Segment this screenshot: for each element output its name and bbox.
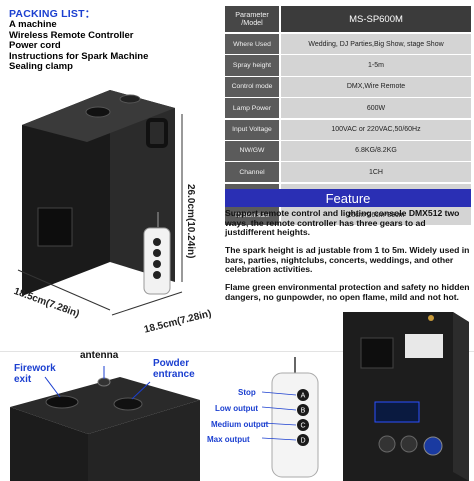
dmx-in-connector [378,435,396,453]
low-output-label: Low output [215,404,259,413]
firework-exit-label: Firework exit [14,363,56,385]
top-exit-port [85,106,111,118]
button-d [297,434,309,446]
depth-arrow [111,291,183,316]
machine-top-closeup [0,352,205,481]
svg-text:C: C [300,423,305,430]
powder-entrance-label: Powder entrance [153,358,195,380]
stop-label: Stop [238,388,256,397]
section-divider [0,351,474,352]
svg-text:A: A [301,393,306,400]
machine-back-panel [343,312,469,481]
packing-item: Instructions for Spark Machine [9,50,149,62]
power-connector [423,436,443,456]
packing-list-title: PACKING LIST： [9,8,96,20]
antenna-connector [428,315,434,321]
top-entrance-port [119,94,141,104]
feature-title: Feature [225,189,471,207]
remote-control: A B C D [262,357,319,478]
feature-paragraph-1: Support remote control and lighting cons… [225,208,460,238]
button-b [297,404,309,416]
packing-item: Wireless Remote Controller [9,29,134,41]
antenna-base [97,377,111,387]
closeup-top-face [10,377,200,434]
button-a [297,389,309,401]
dmx-out-connector [400,435,418,453]
firework-exit-port [45,395,79,409]
parameter-header-label: Parameter/Model [225,6,279,32]
remote-buttons: A B C D [297,389,309,446]
feature-paragraph-2: The spark height is ad justable from 1 t… [225,245,470,275]
powder-entrance-port [113,397,143,411]
fan-grill [37,207,73,247]
medium-output-label: Medium output [211,420,269,429]
remote-illustration [143,212,171,295]
antenna-label: antenna [80,350,119,361]
svg-text:D: D [300,438,305,445]
fan-vent [360,337,394,369]
side-handle [146,118,168,148]
closeup-side-face [88,400,200,481]
parameter-header-row: Parameter/Model MS-SP600M [225,6,471,32]
button-c [297,419,309,431]
svg-text:B: B [301,408,306,415]
packing-item: Sealing clamp [9,61,73,73]
packing-item: A machine [9,19,57,30]
closeup-front-face [10,407,88,481]
height-dimension: 26.0cm(10.24in) [185,184,196,259]
max-output-label: Max output [207,435,250,444]
led-display [374,401,420,423]
width-arrow [17,269,111,311]
packing-list: A machine Wireless Remote Controller Pow… [9,19,149,73]
model-name: MS-SP600M [281,6,471,32]
feature-paragraph-3: Flame green environmental protection and… [225,282,470,302]
packing-item: Power cord [9,40,61,52]
info-label [405,334,443,358]
